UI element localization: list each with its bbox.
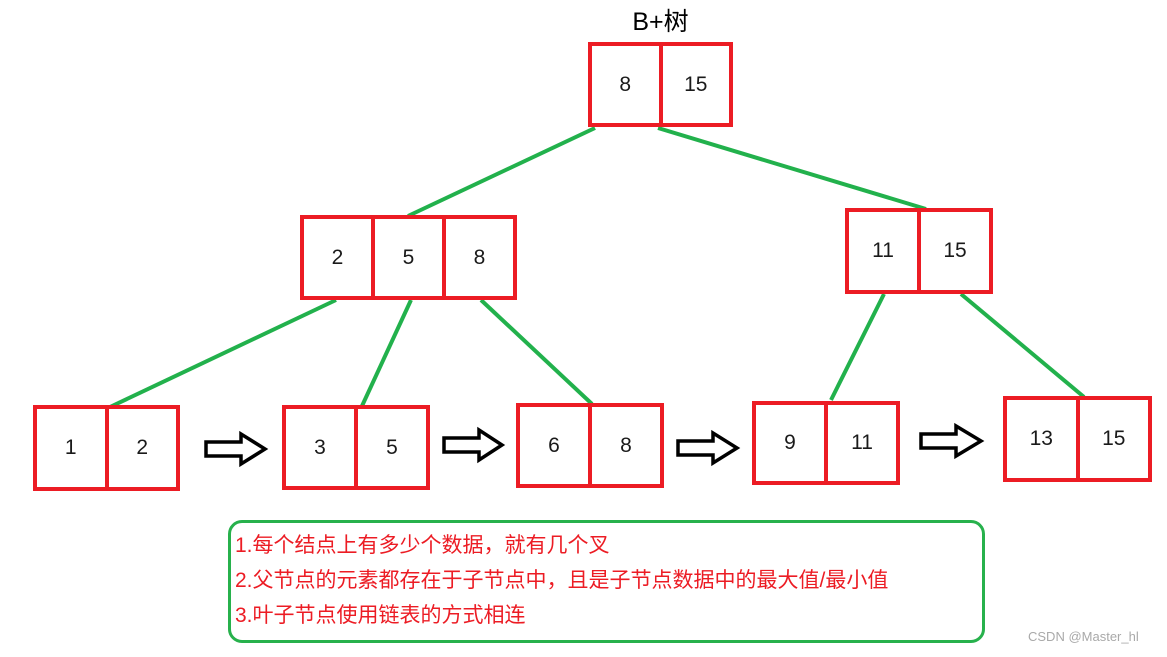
tree-edge xyxy=(959,292,1086,399)
tree-edge xyxy=(360,299,413,407)
node-key: 2 xyxy=(331,245,344,269)
tree-leaf-node: 9 11 xyxy=(752,401,900,485)
tree-leaf-node: 13 15 xyxy=(1003,396,1152,482)
tree-edge xyxy=(479,298,594,406)
node-key: 6 xyxy=(548,433,560,457)
node-key: 8 xyxy=(588,407,660,484)
node-key: 11 xyxy=(824,405,896,481)
node-key: 15 xyxy=(1075,400,1149,478)
tree-node-internal-left: 2 5 8 xyxy=(300,215,517,300)
tree-edge xyxy=(657,126,927,211)
tree-leaf-node: 1 2 xyxy=(33,405,180,491)
node-key: 15 xyxy=(658,46,730,123)
next-leaf-arrow-icon xyxy=(204,430,269,468)
next-leaf-arrow-icon xyxy=(676,429,741,467)
diagram-title: B+树 xyxy=(632,8,689,36)
tree-leaf-node: 6 8 xyxy=(516,403,664,488)
tree-edge xyxy=(407,126,596,218)
node-key: 5 xyxy=(371,219,442,296)
next-leaf-arrow-icon xyxy=(442,426,506,464)
note-line: 1.每个结点上有多少个数据，就有几个叉 xyxy=(235,534,610,558)
tree-leaf-node: 3 5 xyxy=(282,405,430,490)
watermark: CSDN @Master_hl xyxy=(1028,629,1139,644)
notes-panel: 1.每个结点上有多少个数据，就有几个叉 2.父节点的元素都存在于子节点中，且是子… xyxy=(228,520,985,643)
node-key: 2 xyxy=(104,409,177,487)
node-key: 15 xyxy=(917,212,989,290)
tree-edge xyxy=(829,293,886,401)
tree-edge xyxy=(109,298,337,409)
node-key: 8 xyxy=(619,72,632,96)
node-key: 1 xyxy=(64,436,77,459)
node-key: 3 xyxy=(314,435,326,459)
node-key: 8 xyxy=(442,219,513,296)
next-leaf-arrow-icon xyxy=(919,422,985,460)
tree-node-root: 8 15 xyxy=(588,42,733,127)
node-key: 9 xyxy=(784,431,796,454)
node-key: 13 xyxy=(1029,427,1053,450)
node-key: 5 xyxy=(354,409,426,486)
tree-node-internal-right: 11 15 xyxy=(845,208,993,294)
note-line: 2.父节点的元素都存在于子节点中，且是子节点数据中的最大值/最小值 xyxy=(235,569,889,593)
note-line: 3.叶子节点使用链表的方式相连 xyxy=(235,604,526,628)
node-key: 11 xyxy=(872,239,894,262)
